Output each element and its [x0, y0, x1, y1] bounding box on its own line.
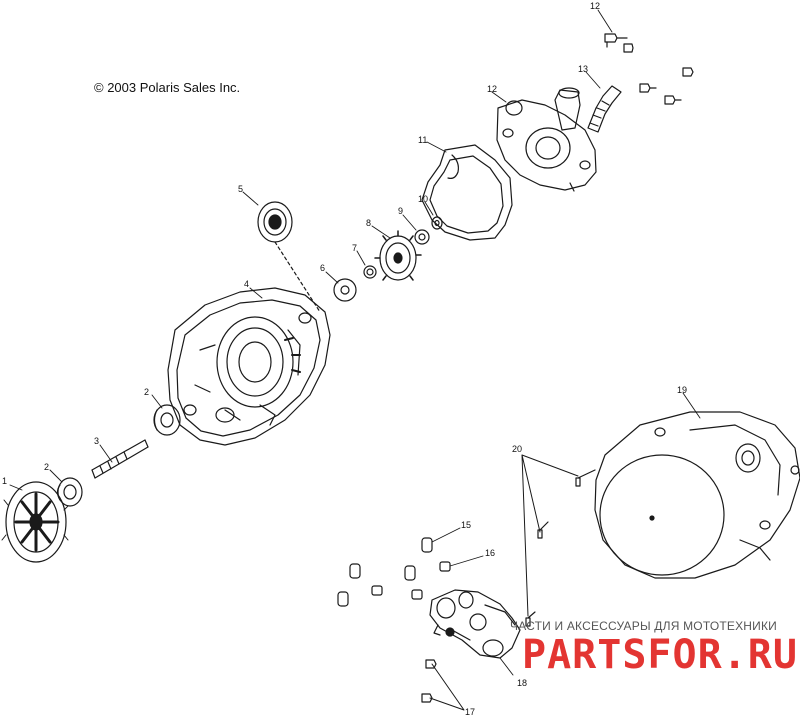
- callout-1: 1: [2, 476, 7, 486]
- part-9-washer[interactable]: [414, 229, 430, 245]
- callout-12b: 12: [590, 1, 600, 11]
- part-5-seal[interactable]: [257, 201, 293, 243]
- part-15-sleeves[interactable]: [337, 537, 433, 607]
- part-3-shaft[interactable]: [91, 439, 149, 479]
- copyright-notice: © 2003 Polaris Sales Inc.: [94, 80, 241, 95]
- callout-18: 18: [517, 678, 527, 688]
- part-18-valve-body[interactable]: [429, 589, 521, 659]
- part-20-bolts[interactable]: [525, 469, 596, 627]
- callout-labels: 1 2 2 3 4 5 6 7 8 9 10 11 12 12 13 15 16…: [2, 1, 687, 715]
- part-13-hose-fitting[interactable]: [587, 85, 622, 133]
- callout-6: 6: [320, 263, 325, 273]
- callout-2b: 2: [144, 387, 149, 397]
- callout-2a: 2: [44, 462, 49, 472]
- watermark-tagline: ЧАСТИ И АКСЕССУАРЫ ДЛЯ МОТОТЕХНИКИ: [510, 619, 778, 633]
- callout-17: 17: [465, 707, 475, 715]
- part-8-impeller[interactable]: [374, 230, 422, 281]
- leader-lines: [9, 9, 701, 676]
- leader-17: [429, 663, 465, 711]
- callout-11: 11: [418, 135, 427, 145]
- leader-5: [274, 241, 321, 313]
- callout-8: 8: [366, 218, 371, 228]
- leader-20: [521, 454, 579, 617]
- callout-13: 13: [578, 64, 588, 74]
- part-6-washer[interactable]: [333, 278, 357, 302]
- callout-9: 9: [398, 206, 403, 216]
- callout-15: 15: [461, 520, 471, 530]
- part-12-pump-cover[interactable]: [496, 87, 597, 192]
- callout-19: 19: [677, 385, 687, 395]
- callout-3: 3: [94, 436, 99, 446]
- part-4-housing[interactable]: [167, 287, 331, 446]
- callout-10: 10: [418, 194, 428, 204]
- part-7-ring[interactable]: [363, 265, 377, 279]
- part-16-plugs[interactable]: [371, 561, 451, 600]
- part-19-cover[interactable]: [594, 411, 800, 579]
- callout-20: 20: [512, 444, 522, 454]
- callout-12a: 12: [487, 84, 497, 94]
- part-17-bolts[interactable]: [421, 659, 437, 703]
- part-11-gasket[interactable]: [421, 144, 513, 241]
- part-2-bearing-upper[interactable]: [153, 404, 181, 436]
- callout-5: 5: [238, 184, 243, 194]
- part-1-gear[interactable]: [1, 481, 69, 563]
- callout-7: 7: [352, 243, 357, 253]
- part-12-bolts[interactable]: [604, 33, 694, 105]
- watermark-logo: PARTSFOR.RU: [522, 632, 798, 678]
- part-2-bearing-lower[interactable]: [56, 477, 83, 507]
- callout-4: 4: [244, 279, 249, 289]
- callout-16: 16: [485, 548, 495, 558]
